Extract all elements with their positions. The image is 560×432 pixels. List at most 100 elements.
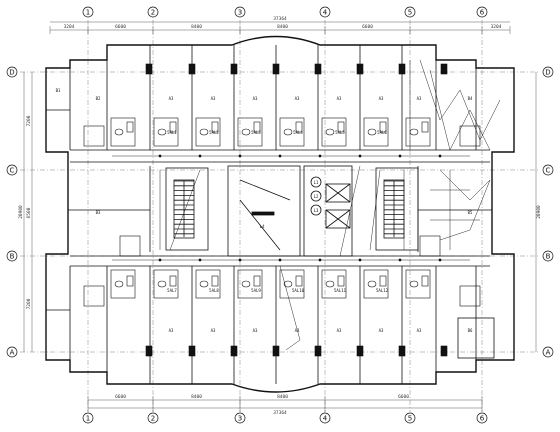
sink-icon bbox=[367, 128, 377, 136]
dimension-text: 7200 bbox=[26, 115, 32, 126]
room-label: A3 bbox=[337, 328, 342, 333]
panel-tag: 5AL3 bbox=[251, 130, 261, 135]
axis-label: 5 bbox=[408, 415, 412, 423]
panel-tag: 5AL10 bbox=[292, 288, 305, 293]
wire-run bbox=[159, 169, 201, 251]
axis-bubble bbox=[147, 412, 159, 424]
toilet-icon bbox=[211, 121, 219, 133]
axis-bubble bbox=[319, 412, 331, 424]
axis-bubble bbox=[319, 6, 331, 18]
side-room-label: B5 bbox=[468, 210, 473, 215]
sink-icon bbox=[157, 128, 167, 136]
bathroom bbox=[83, 125, 105, 147]
room-label: A3 bbox=[253, 96, 258, 101]
axis-label: A bbox=[546, 349, 551, 357]
axis-label: 1 bbox=[86, 9, 90, 17]
sink-icon bbox=[114, 128, 124, 136]
dimension-text: 20900 bbox=[536, 205, 542, 219]
wire-run bbox=[279, 265, 301, 351]
dimension-text: 8400 bbox=[277, 394, 288, 400]
sink-icon bbox=[241, 128, 251, 136]
side-room-label: B3 bbox=[96, 210, 101, 215]
axis-bubble bbox=[234, 412, 246, 424]
axis-label: A bbox=[10, 349, 15, 357]
room-partitions bbox=[106, 45, 437, 384]
sink-icon bbox=[114, 280, 124, 288]
junction-dot bbox=[358, 258, 362, 262]
dimension-text: 8400 bbox=[191, 394, 202, 400]
axis-bubble bbox=[6, 250, 18, 262]
junction-dot bbox=[278, 258, 282, 262]
sink-icon bbox=[283, 280, 293, 288]
side-room-label: B4 bbox=[468, 96, 473, 101]
axis-label: 2 bbox=[151, 9, 155, 17]
axis-bubble bbox=[542, 250, 554, 262]
wire-run bbox=[339, 165, 381, 257]
sink-icon bbox=[157, 280, 167, 288]
axis-bubble bbox=[404, 412, 416, 424]
panel-tag: 5AL5 bbox=[335, 130, 345, 135]
sink-icon bbox=[409, 280, 419, 288]
axis-label: 1 bbox=[86, 415, 90, 423]
column-post bbox=[230, 345, 238, 357]
toilet-icon bbox=[421, 275, 429, 287]
room-label: A3 bbox=[417, 328, 422, 333]
junction-dot bbox=[278, 154, 282, 158]
junction-dot bbox=[438, 258, 442, 262]
axis-label: 5 bbox=[408, 9, 412, 17]
dimension-text: 8400 bbox=[277, 24, 288, 30]
core-label: L2 bbox=[314, 194, 319, 199]
toilet-icon bbox=[337, 275, 345, 287]
axis-label: 6 bbox=[480, 9, 485, 17]
axis-bubble bbox=[542, 66, 554, 78]
dimension-text: 6500 bbox=[26, 207, 32, 218]
axis-label: C bbox=[546, 167, 551, 175]
column-post bbox=[440, 63, 448, 75]
dimension-text: 37364 bbox=[273, 16, 287, 22]
column-post bbox=[398, 63, 406, 75]
column-post bbox=[188, 345, 196, 357]
toilet-icon bbox=[295, 275, 303, 287]
axis-bubble bbox=[542, 164, 554, 176]
column-post bbox=[314, 63, 322, 75]
toilet-icon bbox=[295, 121, 303, 133]
sink-icon bbox=[283, 128, 293, 136]
panel-tag: 5AL12 bbox=[376, 288, 389, 293]
axis-label: 6 bbox=[480, 415, 485, 423]
sink-icon bbox=[367, 280, 377, 288]
axis-label: 4 bbox=[323, 9, 328, 17]
bathroom bbox=[153, 117, 179, 147]
axis-label: 3 bbox=[238, 9, 242, 17]
column-post bbox=[356, 63, 364, 75]
panel-tag: 5AL2 bbox=[209, 130, 219, 135]
dimension-text: 3204 bbox=[491, 24, 502, 30]
junction-dot bbox=[438, 154, 442, 158]
axis-bubble bbox=[476, 412, 488, 424]
panel-tag: 5AL11 bbox=[334, 288, 347, 293]
panel-tag: 5AL9 bbox=[251, 288, 261, 293]
toilet-icon bbox=[126, 275, 134, 287]
axis-label: 4 bbox=[323, 415, 328, 423]
room-label: A3 bbox=[337, 96, 342, 101]
axis-bubble bbox=[6, 66, 18, 78]
column-post bbox=[145, 63, 153, 75]
axis-label: C bbox=[10, 167, 15, 175]
dimension-text: 6600 bbox=[398, 394, 409, 400]
axis-bubble bbox=[6, 346, 18, 358]
side-room-label: B2 bbox=[96, 96, 101, 101]
dimension-text: 3204 bbox=[64, 24, 75, 30]
junction-dot bbox=[238, 154, 242, 158]
bathroom bbox=[405, 117, 431, 147]
toilet-icon bbox=[169, 121, 177, 133]
core-label: L1 bbox=[314, 180, 319, 185]
dimension-text: 8400 bbox=[191, 24, 202, 30]
bathroom bbox=[110, 269, 136, 299]
bathroom bbox=[363, 269, 389, 299]
bathroom-fixtures bbox=[83, 63, 481, 357]
axis-bubble bbox=[476, 6, 488, 18]
toilet-icon bbox=[253, 121, 261, 133]
dimension-text: 20900 bbox=[18, 205, 24, 219]
room-label: A3 bbox=[253, 328, 258, 333]
junction-dot bbox=[198, 154, 202, 158]
